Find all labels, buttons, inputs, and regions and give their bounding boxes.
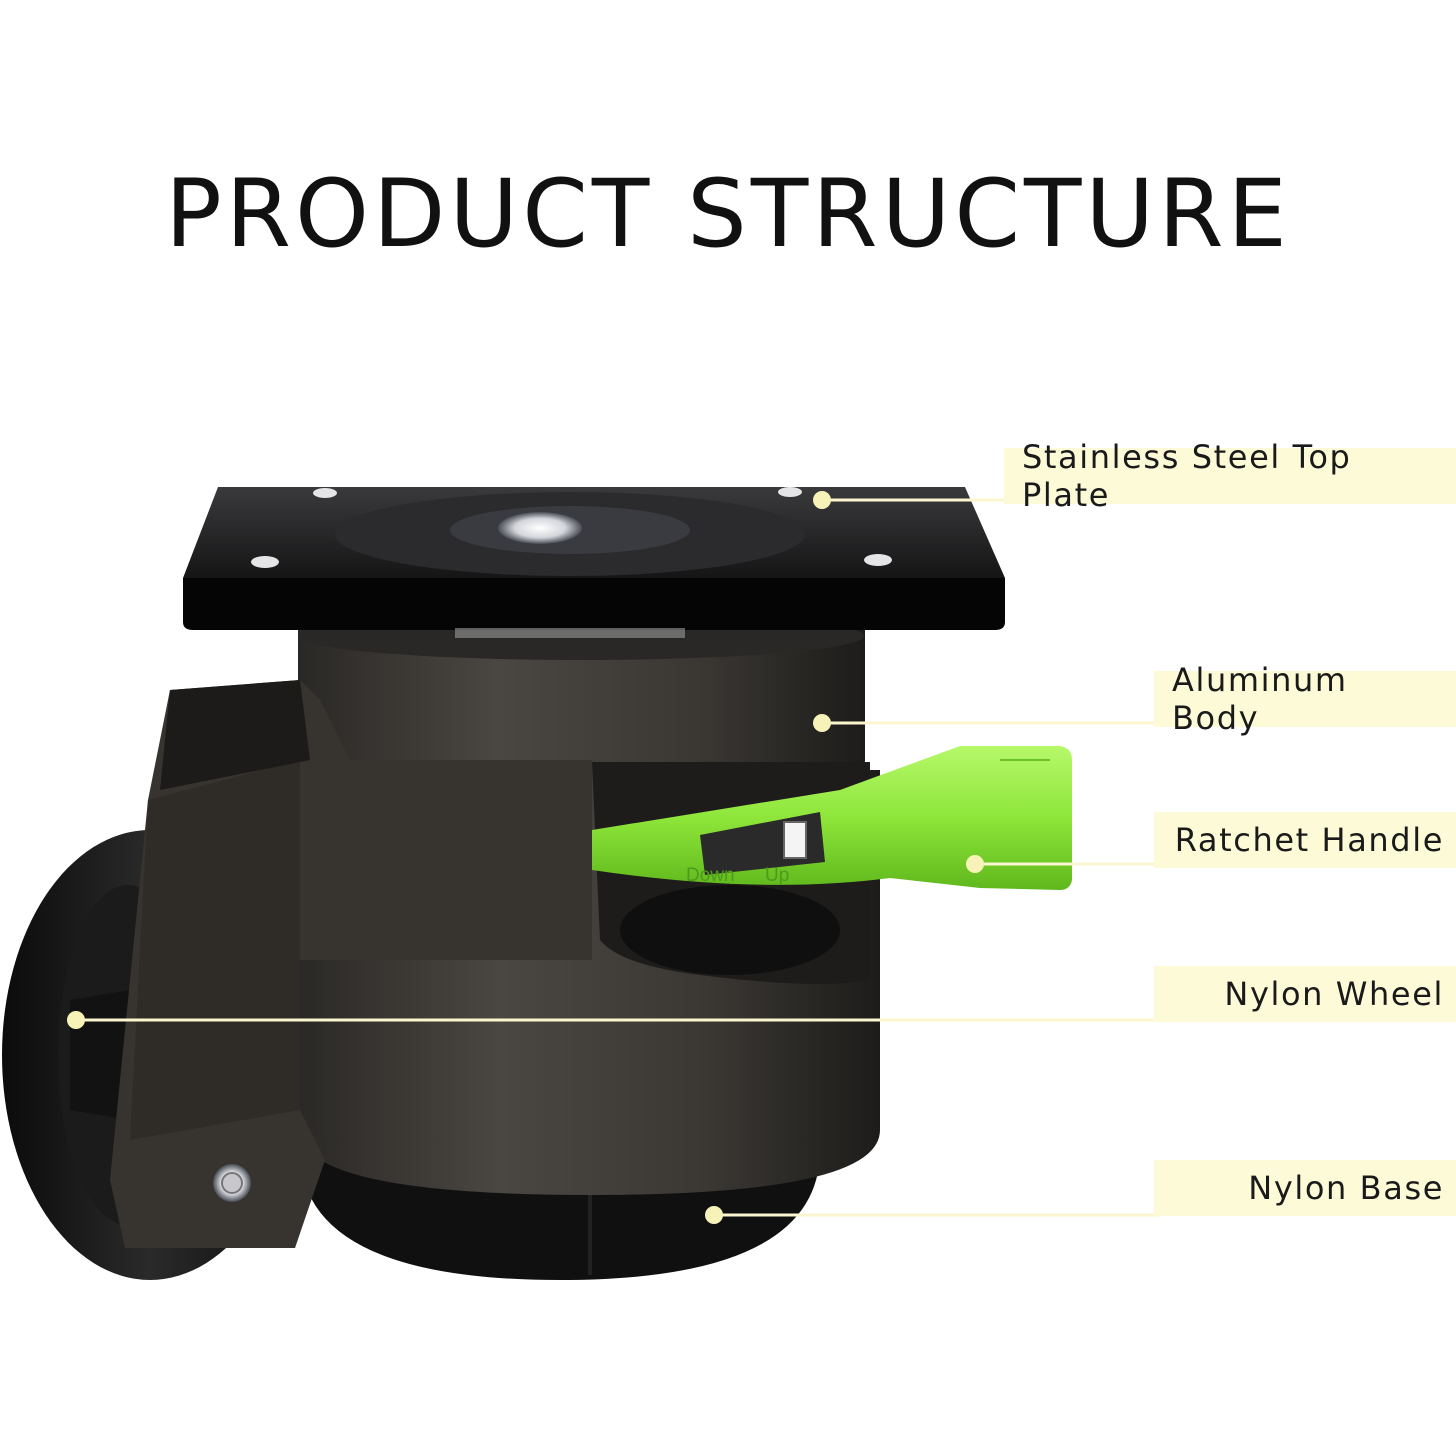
ratchet-handle-shape: Down Up	[592, 746, 1072, 890]
callout-dot-nylon-base	[705, 1206, 723, 1224]
callout-dot-top-plate	[813, 491, 831, 509]
callout-label-nylon-base: Nylon Base	[1154, 1160, 1456, 1216]
callout-label-ratchet-handle: Ratchet Handle	[1154, 812, 1456, 868]
callout-dots	[67, 491, 984, 1224]
handle-up-marking: Up	[765, 865, 789, 886]
stainless-top-plate-shape	[183, 487, 1005, 638]
callout-lines	[76, 498, 1160, 1217]
callout-label-aluminum-body: Aluminum Body	[1154, 661, 1456, 737]
handle-down-marking: Down	[686, 865, 735, 886]
callout-dot-aluminum-body	[813, 714, 831, 732]
page-title: PRODUCT STRUCTURE	[165, 160, 1291, 269]
callout-label-top-plate: Stainless Steel Top Plate	[1004, 438, 1456, 514]
callout-label-nylon-wheel: Nylon Wheel	[1154, 966, 1456, 1022]
callout-dot-ratchet-handle	[966, 855, 984, 873]
aluminum-body-shape	[110, 612, 880, 1248]
callout-dot-nylon-wheel	[67, 1011, 85, 1029]
